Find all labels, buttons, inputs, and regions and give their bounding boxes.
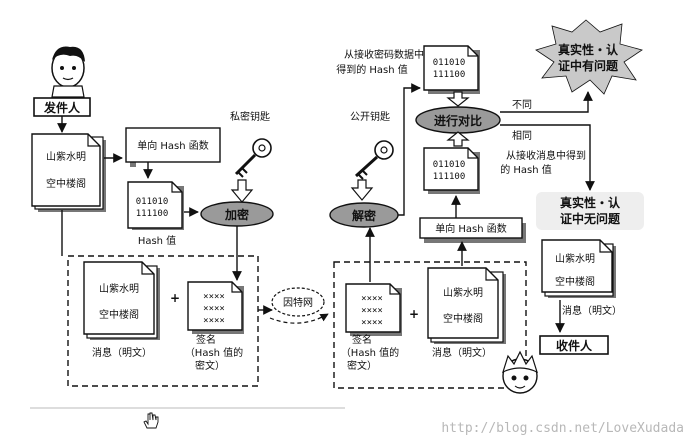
svg-text:单向 Hash 函数: 单向 Hash 函数 [435, 222, 507, 235]
private-key-label: 私密钥匙 [230, 110, 270, 123]
svg-text:发件人: 发件人 [43, 100, 81, 115]
from-message-label-1: 从接收消息中得到 [506, 149, 586, 162]
svg-text:山紫水明: 山紫水明 [46, 151, 86, 163]
receiver-bundle-message-document: 山紫水明 空中楼阁 [427, 267, 506, 344]
computed-hash-document: 011010 111100 [423, 147, 480, 194]
problem-burst: 真实性・认 证中有问题 [535, 19, 643, 95]
svg-text:××××: ×××× [361, 306, 383, 316]
svg-text:111100: 111100 [433, 172, 466, 182]
receiver-signature-caption-2: （Hash 值的 [341, 346, 399, 359]
svg-text:加密: 加密 [224, 207, 249, 222]
internet-cloud: 因特网 [271, 287, 325, 317]
hash-value-caption: Hash 值 [138, 234, 176, 247]
svg-text:111100: 111100 [136, 209, 169, 219]
svg-text:011010: 011010 [136, 197, 169, 207]
cursor-hand-icon [143, 412, 159, 429]
receiver-signature-caption-3: 密文） [347, 359, 377, 372]
svg-text:111100: 111100 [433, 70, 466, 80]
decrypt-oval: 解密 [329, 202, 399, 228]
watermark-url: http://blog.csdn.net/LoveXudada [441, 421, 684, 436]
from-message-label-2: 的 Hash 值 [500, 163, 552, 176]
not-same-label: 不同 [512, 99, 532, 111]
key-to-encrypt-arrow [230, 179, 254, 203]
key-to-decrypt-arrow [350, 179, 374, 201]
svg-text:真实性・认: 真实性・认 [560, 195, 621, 210]
ok-result-box: 真实性・认 证中无问题 [536, 192, 644, 230]
receiver-signature-document: ×××× ×××× ×××× [345, 283, 402, 336]
private-key-icon [234, 138, 272, 178]
sender-label: 发件人 [33, 97, 91, 117]
final-message-caption: 消息（明文） [562, 304, 622, 317]
sender-message-caption: 消息（明文） [92, 346, 152, 359]
sender-person-icon [51, 46, 85, 98]
svg-text:证中无问题: 证中无问题 [560, 211, 621, 226]
svg-text:真实性・认: 真实性・认 [558, 42, 619, 57]
svg-text:××××: ×××× [203, 292, 225, 302]
sender-signature-caption-2: （Hash 值的 [185, 346, 243, 359]
svg-text:空中楼阁: 空中楼阁 [443, 312, 483, 325]
svg-text:空中楼阁: 空中楼阁 [555, 275, 595, 288]
svg-text:××××: ×××× [203, 316, 225, 326]
receiver-label: 收件人 [539, 335, 609, 355]
sender-plus-sign: + [170, 291, 180, 305]
from-signature-label-2: 得到的 Hash 值 [336, 63, 408, 76]
svg-text:011010: 011010 [433, 58, 466, 68]
receiver-message-caption: 消息（明文） [432, 346, 492, 359]
svg-text:进行对比: 进行对比 [434, 113, 482, 128]
receiver-hash-function-box: 单向 Hash 函数 [419, 217, 526, 243]
from-signature-label-1: 从接收密码数据中 [344, 48, 424, 61]
svg-text:因特网: 因特网 [283, 297, 313, 309]
public-key-label: 公开钥匙 [350, 110, 390, 123]
svg-text:空中楼阁: 空中楼阁 [99, 308, 139, 321]
same-label: 相同 [512, 129, 532, 142]
receiver-person-icon [502, 350, 538, 394]
public-key-icon [354, 140, 394, 180]
sender-signature-document: ×××× ×××× ×××× [187, 281, 244, 334]
svg-text:空中楼阁: 空中楼阁 [46, 177, 86, 190]
receiver-bundle-dashed-box [333, 261, 527, 389]
sender-signature-caption-1: 签名 [196, 333, 216, 346]
svg-text:××××: ×××× [203, 304, 225, 314]
decrypted-hash-document: 011010 111100 [423, 45, 480, 94]
svg-text:解密: 解密 [352, 208, 376, 223]
sender-signature-caption-3: 密文） [195, 359, 225, 372]
computed-to-compare-arrow [446, 131, 470, 147]
svg-text:山紫水明: 山紫水明 [555, 253, 595, 265]
sender-bundle-message-document: 山紫水明 空中楼阁 [83, 261, 160, 340]
decrypted-to-compare-arrow [446, 91, 470, 107]
encrypt-oval: 加密 [200, 201, 274, 227]
svg-text:证中有问题: 证中有问题 [558, 58, 619, 73]
sender-message-document: 山紫水明 空中楼阁 [31, 133, 106, 212]
receiver-final-message-document: 山紫水明 空中楼阁 [541, 239, 616, 298]
svg-text:山紫水明: 山紫水明 [99, 283, 139, 295]
svg-text:011010: 011010 [433, 160, 466, 170]
sender-hash-function-box: 单向 Hash 函数 [125, 127, 221, 167]
svg-text:单向 Hash 函数: 单向 Hash 函数 [137, 139, 209, 152]
sender-bundle-dashed-box [67, 255, 259, 387]
svg-text:山紫水明: 山紫水明 [443, 287, 483, 299]
compare-oval: 进行对比 [415, 106, 501, 134]
svg-text:收件人: 收件人 [556, 338, 593, 353]
receiver-signature-caption-1: 签名 [352, 333, 372, 346]
sender-hash-value-document: 011010 111100 [127, 181, 184, 230]
receiver-plus-sign: + [409, 307, 419, 321]
svg-text:××××: ×××× [361, 318, 383, 328]
svg-text:××××: ×××× [361, 294, 383, 304]
